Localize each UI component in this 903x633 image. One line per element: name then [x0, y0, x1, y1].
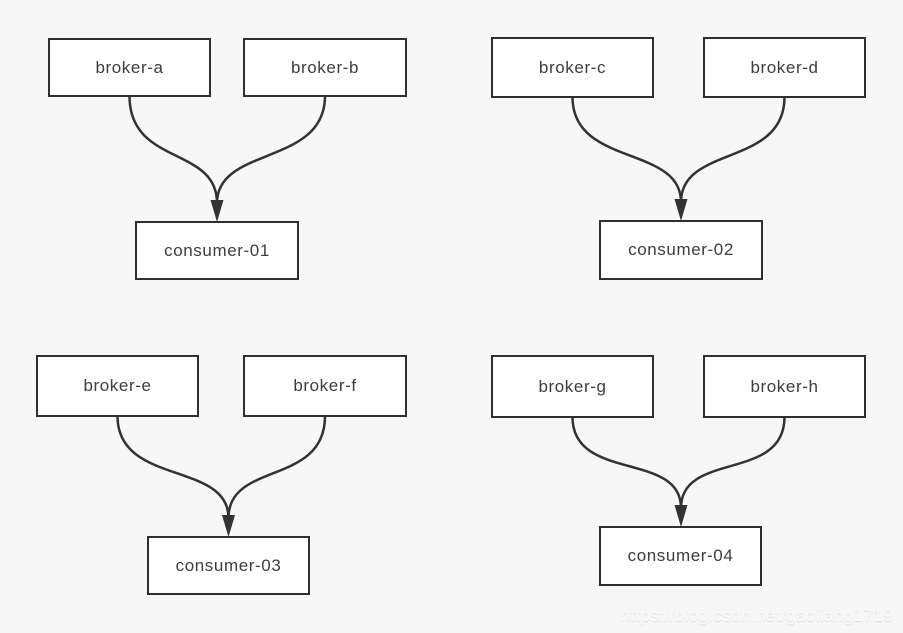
node-broker-b: broker-b — [243, 38, 407, 97]
node-label: broker-h — [750, 376, 819, 396]
node-label: consumer-04 — [627, 546, 734, 565]
arrowhead-consumer-04 — [674, 505, 688, 527]
edge-broker-a-to-consumer-01 — [128, 94, 219, 205]
arrowhead-consumer-01 — [210, 200, 224, 222]
edge-broker-d-to-consumer-02 — [679, 95, 786, 204]
edge-broker-f-to-consumer-03 — [227, 414, 327, 520]
node-label: broker-g — [538, 376, 607, 396]
node-broker-g: broker-g — [491, 355, 654, 418]
node-label: broker-e — [83, 376, 152, 395]
node-label: broker-f — [293, 376, 357, 395]
node-consumer-03: consumer-03 — [147, 536, 310, 595]
edge-broker-g-to-consumer-04 — [571, 415, 683, 510]
node-consumer-04: consumer-04 — [599, 526, 762, 586]
node-label: broker-c — [538, 57, 607, 77]
node-label: consumer-01 — [164, 240, 270, 260]
node-consumer-01: consumer-01 — [135, 221, 299, 280]
arrowhead-consumer-02 — [674, 199, 688, 221]
node-consumer-02: consumer-02 — [599, 220, 763, 280]
watermark-url: https://blog.csdn.net/gaoliang1719 — [620, 606, 893, 625]
arrowhead-consumer-03 — [222, 515, 235, 537]
edge-broker-e-to-consumer-03 — [116, 414, 230, 520]
node-broker-c: broker-c — [491, 37, 654, 98]
node-broker-h: broker-h — [703, 355, 866, 418]
edge-broker-c-to-consumer-02 — [571, 95, 683, 204]
node-broker-f: broker-f — [243, 355, 407, 417]
node-label: broker-d — [750, 57, 819, 77]
node-label: consumer-02 — [628, 240, 734, 259]
node-broker-d: broker-d — [703, 37, 866, 98]
edge-broker-b-to-consumer-01 — [215, 94, 327, 205]
node-label: broker-a — [95, 57, 164, 77]
node-label: consumer-03 — [175, 555, 282, 575]
node-label: broker-b — [290, 57, 360, 77]
edge-broker-h-to-consumer-04 — [679, 415, 786, 510]
node-broker-a: broker-a — [48, 38, 211, 97]
node-broker-e: broker-e — [36, 355, 199, 417]
